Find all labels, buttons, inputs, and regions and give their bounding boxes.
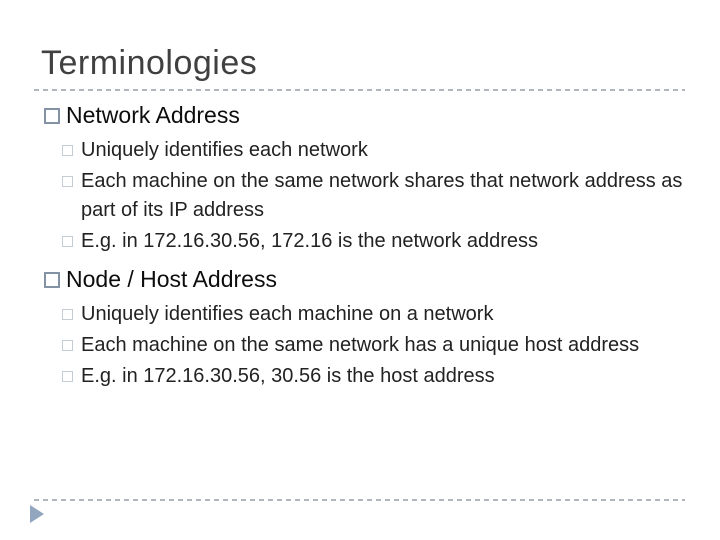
bullet-square-small-icon (62, 340, 73, 351)
footer-divider-dashed (34, 499, 685, 501)
sub-bullet-list: Uniquely identifies each network Each ma… (62, 136, 692, 256)
bullet-square-icon (44, 108, 60, 124)
bullet-square-icon (44, 272, 60, 288)
sub-bullet-list: Uniquely identifies each machine on a ne… (62, 300, 692, 391)
sub-bullet-item: E.g. in 172.16.30.56, 30.56 is the host … (62, 362, 692, 391)
sub-bullet-item: E.g. in 172.16.30.56, 172.16 is the netw… (62, 227, 692, 256)
bullet-square-small-icon (62, 145, 73, 156)
bullet-item-node-host-address: Node / Host Address (44, 264, 692, 294)
slide-body: Network Address Uniquely identifies each… (44, 100, 692, 391)
bullet-square-small-icon (62, 236, 73, 247)
sub-bullet-item: Uniquely identifies each machine on a ne… (62, 300, 692, 329)
title-divider-dashed (34, 89, 685, 91)
sub-bullet-text: Each machine on the same network shares … (81, 170, 683, 221)
section-heading: Node / Host Address (66, 266, 277, 292)
bullet-square-small-icon (62, 371, 73, 382)
play-triangle-icon (30, 505, 44, 523)
slide-title: Terminologies (41, 44, 258, 82)
sub-bullet-item: Uniquely identifies each network (62, 136, 692, 165)
bullet-square-small-icon (62, 309, 73, 320)
bullet-square-small-icon (62, 176, 73, 187)
sub-bullet-text: Each machine on the same network has a u… (81, 334, 640, 356)
section-heading: Network Address (66, 102, 240, 128)
sub-bullet-text: Uniquely identifies each machine on a ne… (81, 303, 494, 325)
sub-bullet-item: Each machine on the same network shares … (62, 167, 692, 225)
sub-bullet-text: E.g. in 172.16.30.56, 30.56 is the host … (81, 365, 495, 387)
bullet-item-network-address: Network Address (44, 100, 692, 130)
sub-bullet-text: Uniquely identifies each network (81, 139, 368, 161)
sub-bullet-item: Each machine on the same network has a u… (62, 331, 692, 360)
sub-bullet-text: E.g. in 172.16.30.56, 172.16 is the netw… (81, 230, 538, 252)
